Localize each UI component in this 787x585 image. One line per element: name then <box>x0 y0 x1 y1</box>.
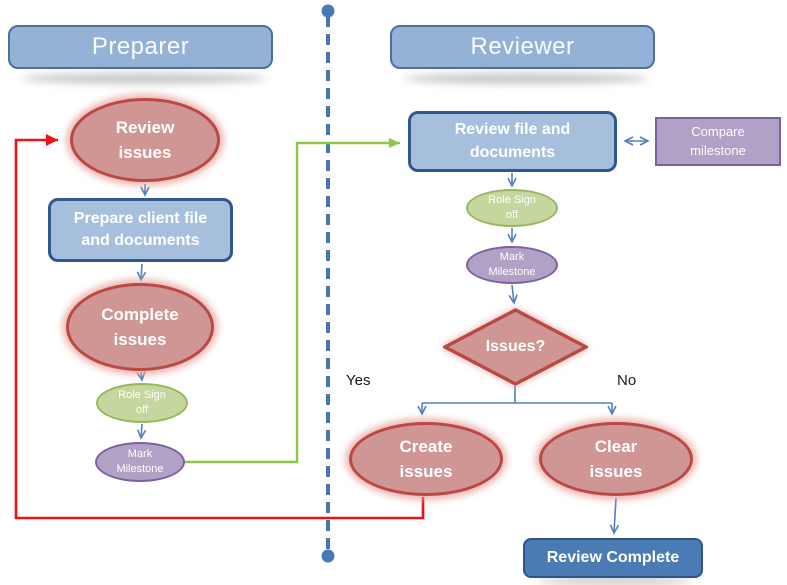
node-role-sign-off-preparer-label: Role Sign off <box>118 389 166 416</box>
node-issues-decision: Issues? <box>443 308 588 386</box>
node-prepare-client-file-label: Prepare client file and documents <box>73 209 208 249</box>
review-complete-shadow <box>537 577 692 585</box>
node-role-sign-off-preparer: Role Sign off <box>96 383 188 423</box>
node-mark-milestone-preparer-label: Mark Milestone <box>116 448 164 475</box>
node-complete-issues-label: Complete issues <box>101 304 179 350</box>
node-clear-issues: Clear issues <box>539 422 693 496</box>
node-create-issues: Create issues <box>349 422 503 496</box>
node-review-issues-label: Review issues <box>115 117 175 163</box>
branch-label-no: No <box>617 372 637 389</box>
node-compare-milestone: Compare milestone <box>655 117 781 166</box>
node-compare-milestone-label: Compare milestone <box>690 123 746 158</box>
node-prepare-client-file: Prepare client file and documents <box>48 198 233 262</box>
lane-header-reviewer: Reviewer <box>390 25 655 69</box>
node-mark-milestone-reviewer-label: Mark Milestone <box>488 251 536 278</box>
node-mark-milestone-reviewer: Mark Milestone <box>466 246 558 284</box>
lane-header-preparer: Preparer <box>8 25 273 69</box>
lane-header-reviewer-label: Reviewer <box>470 33 575 60</box>
swimlane-divider <box>321 4 335 563</box>
green-feedback-connector <box>183 138 400 464</box>
node-review-issues: Review issues <box>70 98 220 182</box>
decision-diamond-shape <box>443 308 588 386</box>
node-complete-issues: Complete issues <box>66 283 214 371</box>
node-review-file-documents-label: Review file and documents <box>454 121 571 161</box>
node-mark-milestone-preparer: Mark Milestone <box>95 442 185 482</box>
node-role-sign-off-reviewer: Role Sign off <box>466 189 558 227</box>
lane-header-preparer-label: Preparer <box>91 33 190 60</box>
node-review-complete: Review Complete <box>523 538 703 578</box>
preparer-header-shadow <box>22 73 266 84</box>
node-issues-decision-label: Issues? <box>485 338 546 355</box>
red-rework-connector <box>14 134 425 520</box>
branch-label-yes: Yes <box>346 372 371 389</box>
node-create-issues-label: Create issues <box>399 436 453 482</box>
node-review-complete-label: Review Complete <box>546 549 680 566</box>
node-clear-issues-label: Clear issues <box>589 436 643 482</box>
blue-connectors <box>136 136 650 535</box>
reviewer-header-shadow <box>404 73 648 84</box>
node-review-file-documents: Review file and documents <box>408 111 617 172</box>
node-role-sign-off-reviewer-label: Role Sign off <box>488 194 536 221</box>
